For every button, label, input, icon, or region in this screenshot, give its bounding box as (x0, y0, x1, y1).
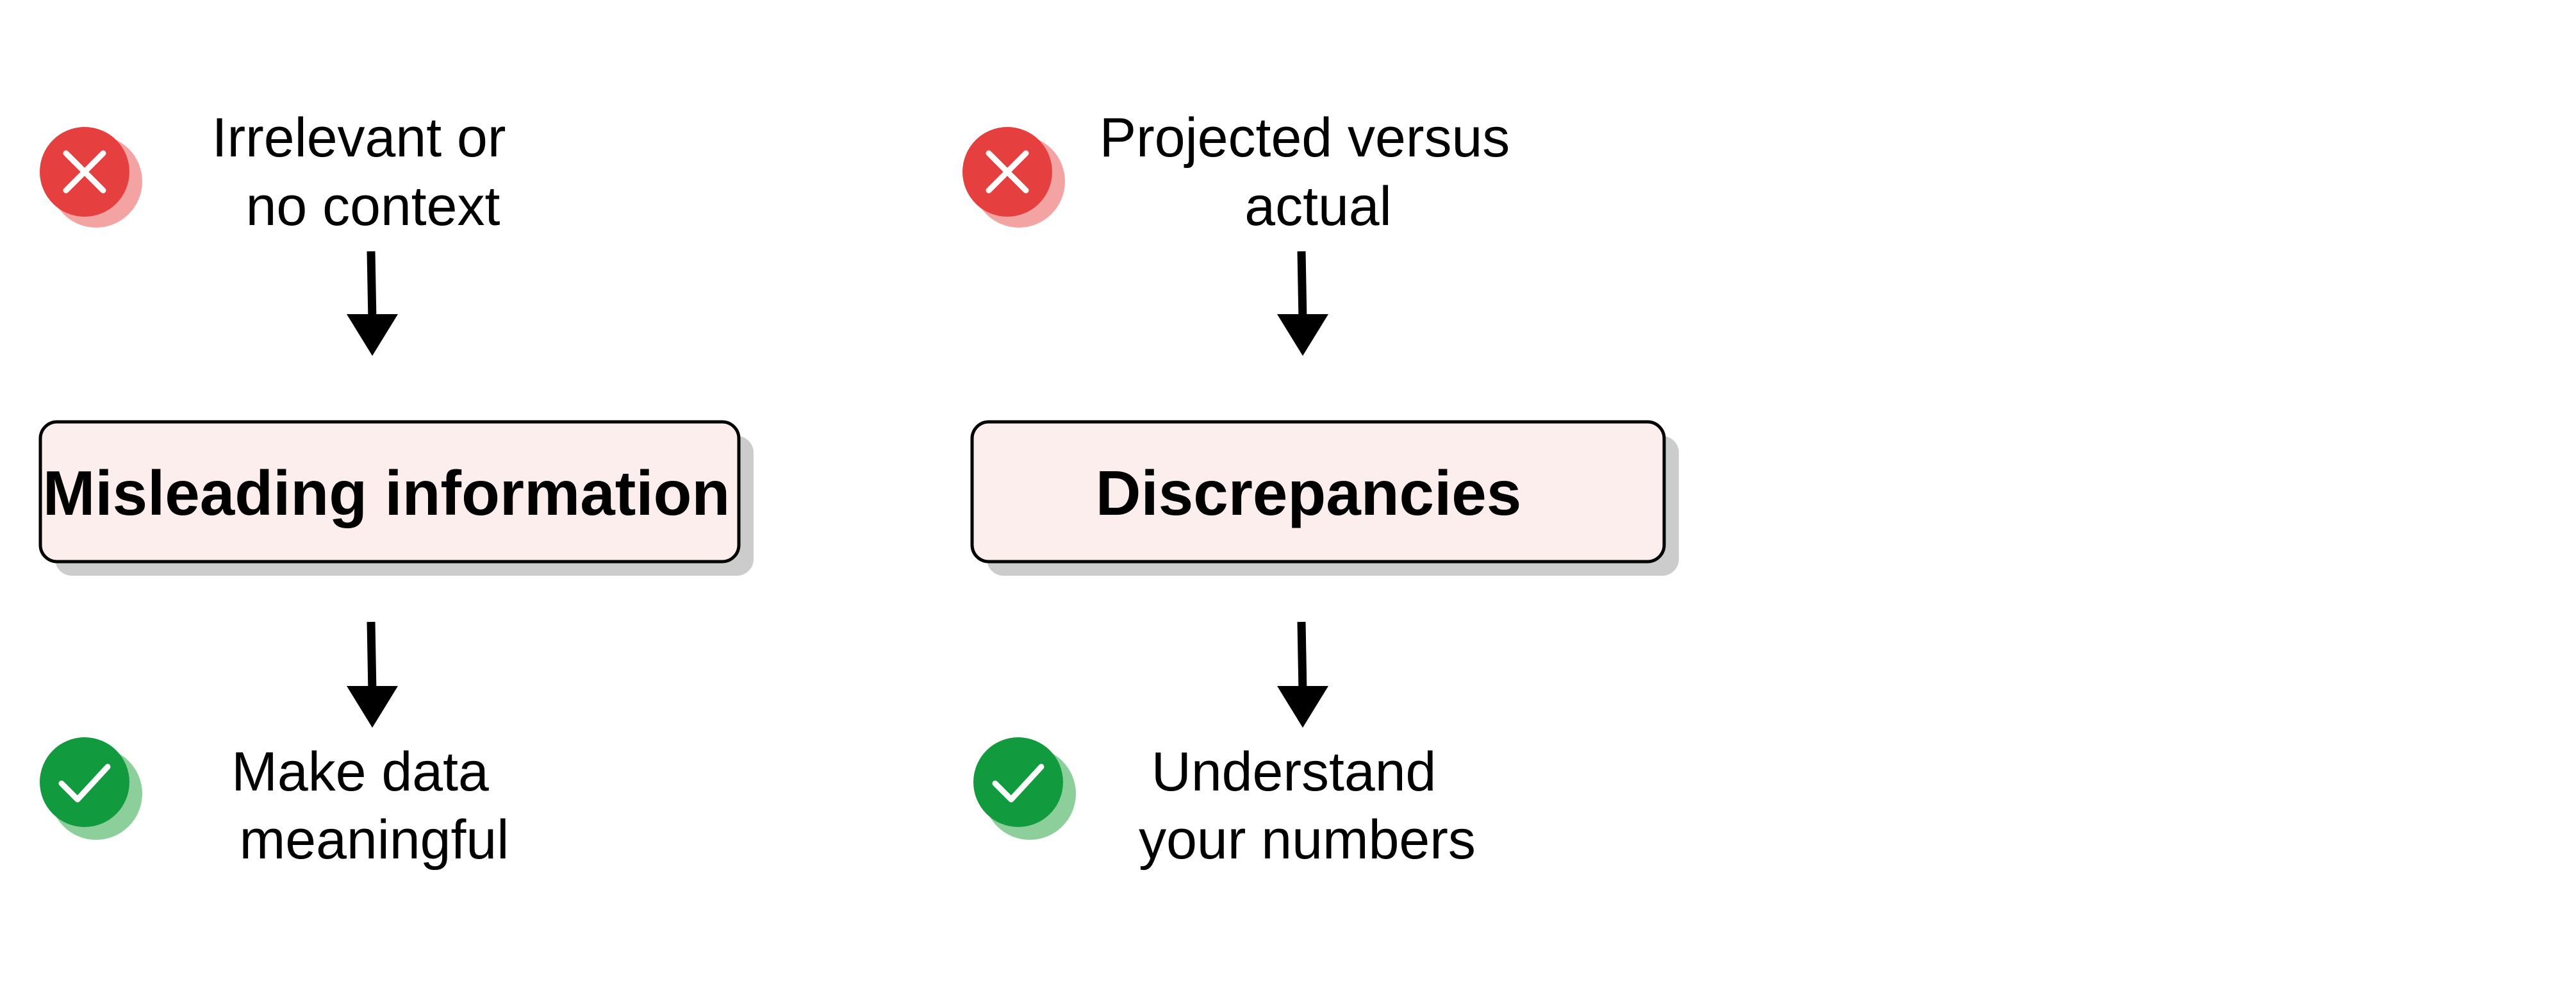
arrow-down-icon (1277, 621, 1328, 728)
solution-line-2: meaningful (240, 809, 509, 871)
arrow-down-icon (1277, 251, 1328, 356)
arrow-down-icon (347, 621, 398, 728)
column-discrepancies: Projected versus actual Discrepancies Un… (962, 107, 1679, 871)
cross-icon (962, 127, 1065, 228)
problem-line-2: no context (246, 176, 500, 237)
check-icon (973, 737, 1076, 840)
problem-text: Projected versus actual (1100, 107, 1525, 237)
box-misleading-information: Misleading information (38, 420, 754, 576)
solution-text: Make data meaningful (231, 741, 509, 871)
solution-line-2: your numbers (1139, 809, 1476, 871)
solution-line-1: Make data (231, 741, 489, 803)
problem-text: Irrelevant or no context (212, 107, 522, 237)
solution-line-1: Understand (1152, 741, 1437, 803)
box-label: Discrepancies (1096, 458, 1522, 528)
problem-line-2: actual (1244, 176, 1392, 237)
cross-icon (40, 127, 142, 228)
box-discrepancies: Discrepancies (970, 420, 1679, 576)
arrow-down-icon (347, 251, 398, 356)
column-misleading-information: Irrelevant or no context Misleading info… (38, 107, 754, 871)
box-label: Misleading information (43, 458, 731, 528)
problem-line-1: Irrelevant or (212, 107, 506, 169)
problem-line-1: Projected versus (1100, 107, 1510, 169)
solution-text: Understand your numbers (1139, 741, 1476, 871)
check-icon (40, 737, 142, 840)
